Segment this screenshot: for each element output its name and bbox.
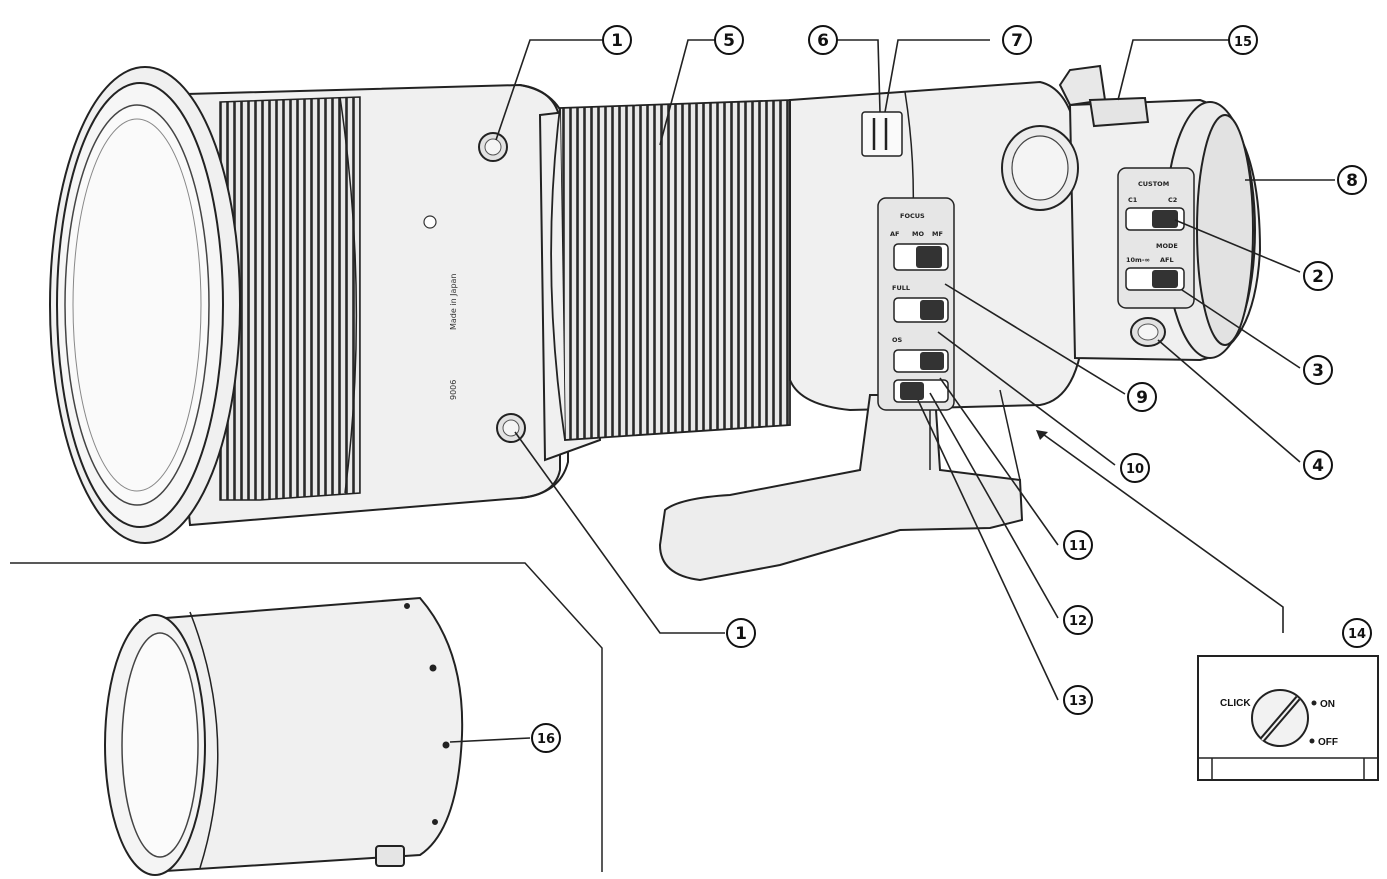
mo-label: MO xyxy=(912,230,924,238)
callout-13-circle xyxy=(1063,685,1093,715)
callout-10: 10 xyxy=(1126,462,1144,477)
made-in-label: Made in Japan xyxy=(449,274,458,331)
callout-1-top-circle xyxy=(602,25,632,55)
click-label: CLICK xyxy=(1220,698,1251,709)
callout-7-circle xyxy=(1002,25,1032,55)
callout-2: 2 xyxy=(1312,267,1324,287)
lens-body xyxy=(49,64,1262,582)
callout-6-circle xyxy=(808,25,838,55)
mf-label: MF xyxy=(932,230,943,238)
custom-label: CUSTOM xyxy=(1138,180,1169,188)
lens-hood xyxy=(104,596,464,876)
callout-16-circle xyxy=(531,723,561,753)
arrow-14 xyxy=(1036,430,1048,440)
callout-9: 9 xyxy=(1136,388,1148,408)
limit-label: FULL xyxy=(892,284,910,292)
callout-16: 16 xyxy=(537,732,555,747)
callout-2-circle xyxy=(1303,261,1333,291)
focus-window xyxy=(861,111,903,157)
callout-15-circle xyxy=(1228,25,1258,55)
callout-9-circle xyxy=(1127,382,1157,412)
distance-label: 10m-∞ xyxy=(1126,256,1150,264)
callout-4: 4 xyxy=(1312,456,1324,476)
c2-label: C2 xyxy=(1168,196,1177,204)
afl-label: AFL xyxy=(1160,256,1174,264)
switch-panel-left-contents: FOCUS AF MO MF FULL OS xyxy=(890,212,949,403)
callout-3: 3 xyxy=(1312,361,1324,381)
callout-1-top: 1 xyxy=(611,31,623,51)
callout-numbers: 1 5 6 7 15 8 2 3 4 9 10 11 12 13 1 14 16 xyxy=(537,31,1366,747)
focus-ring-grip xyxy=(219,96,361,501)
callout-12: 12 xyxy=(1069,614,1087,629)
callout-1-bottom: 1 xyxy=(735,624,747,644)
callout-12-circle xyxy=(1063,605,1093,635)
mode-label: MODE xyxy=(1156,242,1178,250)
callouts xyxy=(531,25,1372,753)
zoom-ring xyxy=(559,99,791,441)
callout-14: 14 xyxy=(1348,627,1366,642)
callout-8: 8 xyxy=(1346,171,1358,191)
callout-10-circle xyxy=(1120,453,1150,483)
callout-8-circle xyxy=(1337,165,1367,195)
hood-separator xyxy=(10,562,603,872)
lens-mount xyxy=(1196,114,1254,346)
callout-5-circle xyxy=(714,25,744,55)
callout-4-circle xyxy=(1303,450,1333,480)
af-label: AF xyxy=(890,230,899,238)
callout-7: 7 xyxy=(1011,31,1023,51)
callout-11: 11 xyxy=(1069,539,1087,554)
tripod-foot xyxy=(658,394,1024,582)
callout-11-circle xyxy=(1063,530,1093,560)
callout-13: 13 xyxy=(1069,694,1087,709)
front-glass xyxy=(64,104,210,506)
lens-printing: Made in Japan 9006 xyxy=(449,274,458,401)
collar-click-inset: CLICK ON OFF xyxy=(1197,655,1379,781)
os-label: OS xyxy=(892,336,903,344)
callout-14-circle xyxy=(1342,618,1372,648)
callout-1-bottom-circle xyxy=(726,618,756,648)
callout-6: 6 xyxy=(817,31,829,51)
on-label: ON xyxy=(1320,699,1335,710)
off-label: OFF xyxy=(1318,737,1338,748)
top-knob xyxy=(1058,64,1107,107)
switch-panel-right-contents: CUSTOM C1 C2 MODE 10m-∞ AFL xyxy=(1125,180,1185,291)
serial-label: 9006 xyxy=(449,380,458,400)
focus-label: FOCUS xyxy=(900,212,925,220)
callout-3-circle xyxy=(1303,355,1333,385)
leader-lines xyxy=(449,39,1335,743)
callout-5: 5 xyxy=(723,31,735,51)
callout-15: 15 xyxy=(1234,35,1252,50)
c1-label: C1 xyxy=(1128,196,1138,204)
